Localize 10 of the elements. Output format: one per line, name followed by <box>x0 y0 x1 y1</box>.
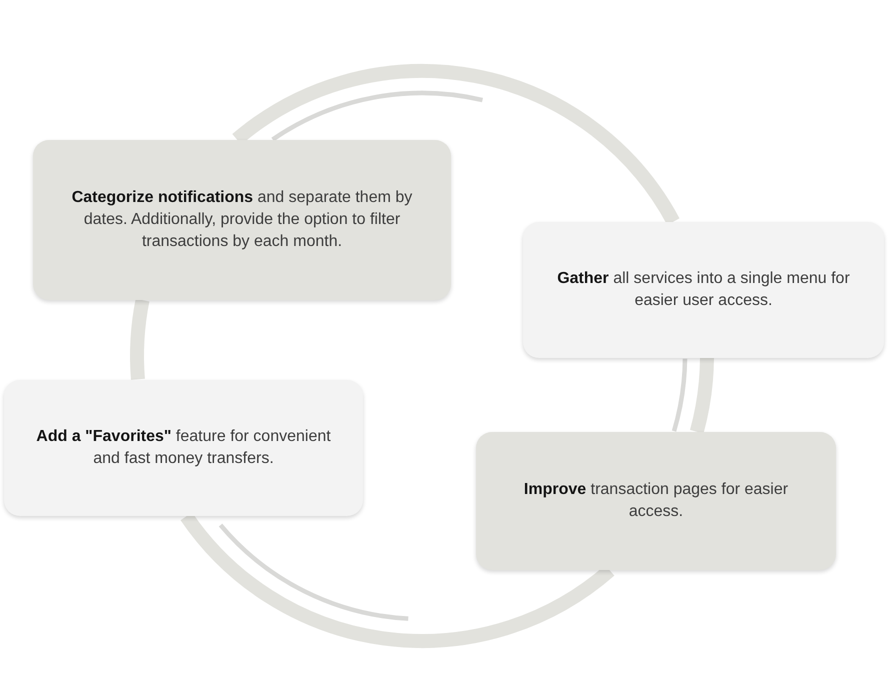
step-text: Add a "Favorites" feature for convenient and fast money transfers. <box>35 427 332 469</box>
step-card <box>476 432 836 570</box>
step-card <box>4 380 363 516</box>
step-text: Categorize notifications and separate them by dates. Additionally, provide the option to filter transactions by each month. <box>70 188 414 252</box>
step-text: Improve transaction pages for easier access. <box>522 480 790 522</box>
step-text: Gather all services into a single menu for easier user access. <box>556 269 851 311</box>
step-card <box>33 140 451 300</box>
ring-arc <box>130 299 150 380</box>
ring-arc <box>690 358 714 434</box>
step-card <box>523 222 884 358</box>
